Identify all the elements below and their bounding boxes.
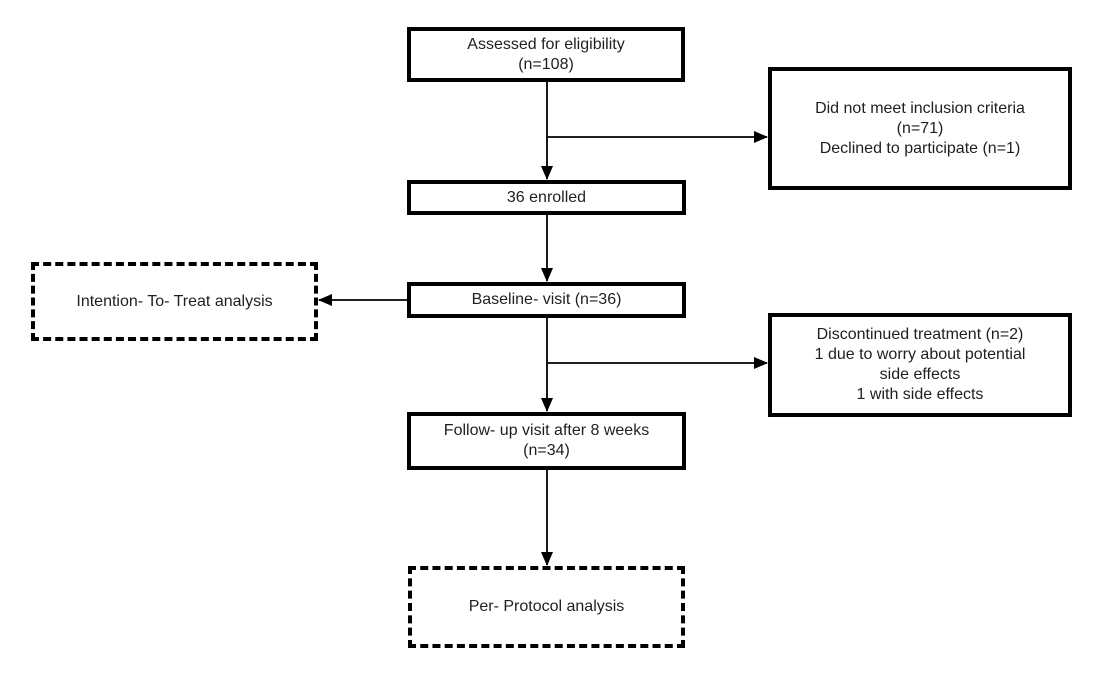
box-text-line: 1 with side effects	[856, 386, 984, 403]
enrolled-box: 36 enrolled	[407, 180, 686, 215]
exclusion-box: Did not meet inclusion criteria (n=71) D…	[768, 67, 1072, 190]
box-text-line: Per- Protocol analysis	[468, 598, 625, 615]
box-text-line: side effects	[879, 366, 961, 383]
followup-visit-box: Follow- up visit after 8 weeks (n=34)	[407, 412, 686, 470]
box-text-line: Assessed for eligibility	[467, 35, 625, 53]
box-text-line: (n=71)	[896, 119, 944, 137]
box-text-line: 1 due to worry about potential	[814, 346, 1026, 363]
box-text-line: Intention- To- Treat analysis	[76, 292, 273, 310]
box-text-line: (n=108)	[518, 55, 574, 73]
box-text-line: Baseline- visit (n=36)	[471, 291, 622, 308]
box-text-line: 36 enrolled	[506, 188, 587, 206]
box-text-line: Follow- up visit after 8 weeks	[443, 422, 650, 439]
itt-analysis-box: Intention- To- Treat analysis	[31, 262, 318, 341]
box-text-line: (n=34)	[523, 442, 570, 459]
box-text-line: Did not meet inclusion criteria	[815, 99, 1025, 117]
baseline-visit-box: Baseline- visit (n=36)	[407, 282, 686, 318]
discontinued-box: Discontinued treatment (n=2) 1 due to wo…	[768, 313, 1072, 417]
per-protocol-box: Per- Protocol analysis	[408, 566, 685, 648]
assessed-eligibility-box: Assessed for eligibility (n=108)	[407, 27, 685, 82]
box-text-line: Discontinued treatment (n=2)	[816, 326, 1024, 343]
box-text-line: Declined to participate (n=1)	[819, 139, 1021, 157]
